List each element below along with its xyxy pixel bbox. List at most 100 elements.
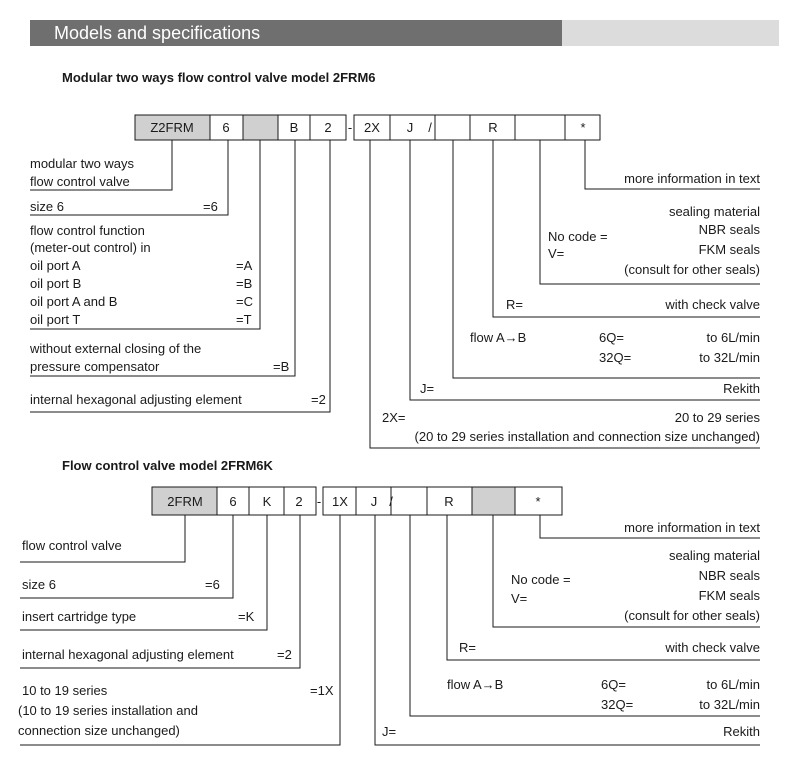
model-2-title: Flow control valve model 2FRM6K — [62, 458, 273, 473]
s1-v: V= — [548, 246, 564, 261]
code-label: Z2FRM — [150, 120, 193, 135]
s1-code: =6 — [203, 199, 218, 214]
s1-series: 20 to 29 series — [675, 410, 761, 425]
s2-q6: 6Q= — [601, 677, 626, 692]
code-box-j-2 — [355, 486, 392, 516]
model-1-title: Modular two ways flow control valve mode… — [62, 70, 376, 85]
s2-v: V= — [511, 591, 527, 606]
s1-rekith: Rekith — [723, 381, 760, 396]
s1-series-note: (20 to 29 series installation and connec… — [415, 429, 760, 444]
code-box-function — [242, 114, 279, 141]
s1-label: (meter-out control) in — [30, 240, 151, 255]
s1-label: oil port B — [30, 276, 81, 291]
code-label: * — [535, 494, 540, 509]
code-box-r-2 — [426, 486, 473, 516]
s2-q6v: to 6L/min — [707, 677, 760, 692]
s2-q32: 32Q= — [601, 697, 633, 712]
s1-code: =A — [236, 258, 253, 273]
s1-fkm: FKM seals — [699, 242, 761, 257]
s2-flow: flow A→B — [447, 677, 503, 692]
s2-label: size 6 — [22, 577, 56, 592]
code-box-seal-2 — [471, 486, 516, 516]
s1-j: J= — [420, 381, 434, 396]
s2-code: =6 — [205, 577, 220, 592]
code-box-seal — [514, 114, 566, 141]
s1-code: =C — [236, 294, 253, 309]
s2-check: with check valve — [664, 640, 760, 655]
s1-r: R= — [506, 297, 523, 312]
s1-code: =B — [273, 359, 289, 374]
s1-label: size 6 — [30, 199, 64, 214]
s2-code: =K — [238, 609, 255, 624]
code-box-blank-2 — [390, 486, 428, 516]
code-label: * — [580, 120, 585, 135]
separator-slash: / — [428, 120, 432, 135]
code-box-size — [209, 114, 244, 141]
separator-dash: - — [317, 494, 321, 509]
code-label: 6 — [229, 494, 236, 509]
section-title: Models and specifications — [54, 23, 261, 43]
separator-dash: - — [348, 120, 352, 135]
s2-label: internal hexagonal adjusting element — [22, 647, 234, 662]
code-label: R — [444, 494, 453, 509]
s2-code: =1X — [310, 683, 334, 698]
s2-fkm: FKM seals — [699, 588, 761, 603]
s2-label: (10 to 19 series installation and — [18, 703, 198, 718]
s2-label: connection size unchanged) — [18, 723, 180, 738]
s1-2x: 2X= — [382, 410, 406, 425]
s1-nbr: NBR seals — [699, 222, 761, 237]
s1-label: modular two ways — [30, 156, 135, 171]
code-label: 2FRM — [167, 494, 202, 509]
code-label: R — [488, 120, 497, 135]
s1-more-info: more information in text — [624, 171, 760, 186]
code-label: 2X — [364, 120, 380, 135]
section-banner: Models and specifications — [30, 20, 779, 46]
s1-label: without external closing of the — [29, 341, 201, 356]
s1-q6: 6Q= — [599, 330, 624, 345]
s1-consult: (consult for other seals) — [624, 262, 760, 277]
s2-j: J= — [382, 724, 396, 739]
code-box-k — [248, 486, 285, 516]
s1-code: =B — [236, 276, 252, 291]
code-label: 1X — [332, 494, 348, 509]
code-box-z2frm — [134, 114, 211, 141]
s1-label: flow control valve — [30, 174, 130, 189]
s1-code: =2 — [311, 392, 326, 407]
s1-label: oil port A — [30, 258, 81, 273]
code-label: 2 — [295, 494, 302, 509]
s1-check: with check valve — [664, 297, 760, 312]
s1-q6v: to 6L/min — [707, 330, 760, 345]
s2-nbr: NBR seals — [699, 568, 761, 583]
code-label: 6 — [222, 120, 229, 135]
s1-q32v: to 32L/min — [699, 350, 760, 365]
s1-label: oil port T — [30, 312, 80, 327]
s2-label: flow control valve — [22, 538, 122, 553]
code-box-2 — [309, 114, 347, 141]
separator-slash: / — [389, 494, 393, 509]
code-label: J — [371, 494, 378, 509]
code-box-blank — [434, 114, 471, 141]
s1-seal-title: sealing material — [669, 204, 760, 219]
s1-label: pressure compensator — [30, 359, 160, 374]
s2-q32v: to 32L/min — [699, 697, 760, 712]
s2-consult: (consult for other seals) — [624, 608, 760, 623]
s1-nocode: No code = — [548, 229, 608, 244]
s2-more-info: more information in text — [624, 520, 760, 535]
code-label: 2 — [324, 120, 331, 135]
s2-r: R= — [459, 640, 476, 655]
s1-label: internal hexagonal adjusting element — [30, 392, 242, 407]
code-label: B — [290, 120, 299, 135]
s1-label: flow control function — [30, 223, 145, 238]
code-box-star-2 — [514, 486, 563, 516]
code-box-j — [389, 114, 436, 141]
s1-code: =T — [236, 312, 252, 327]
s2-rekith: Rekith — [723, 724, 760, 739]
code-box-r — [469, 114, 516, 141]
code-label: K — [263, 494, 272, 509]
s1-label: oil port A and B — [30, 294, 117, 309]
code-label: J — [407, 120, 414, 135]
s2-label: insert cartridge type — [22, 609, 136, 624]
s2-nocode: No code = — [511, 572, 571, 587]
s2-label: 10 to 19 series — [22, 683, 108, 698]
